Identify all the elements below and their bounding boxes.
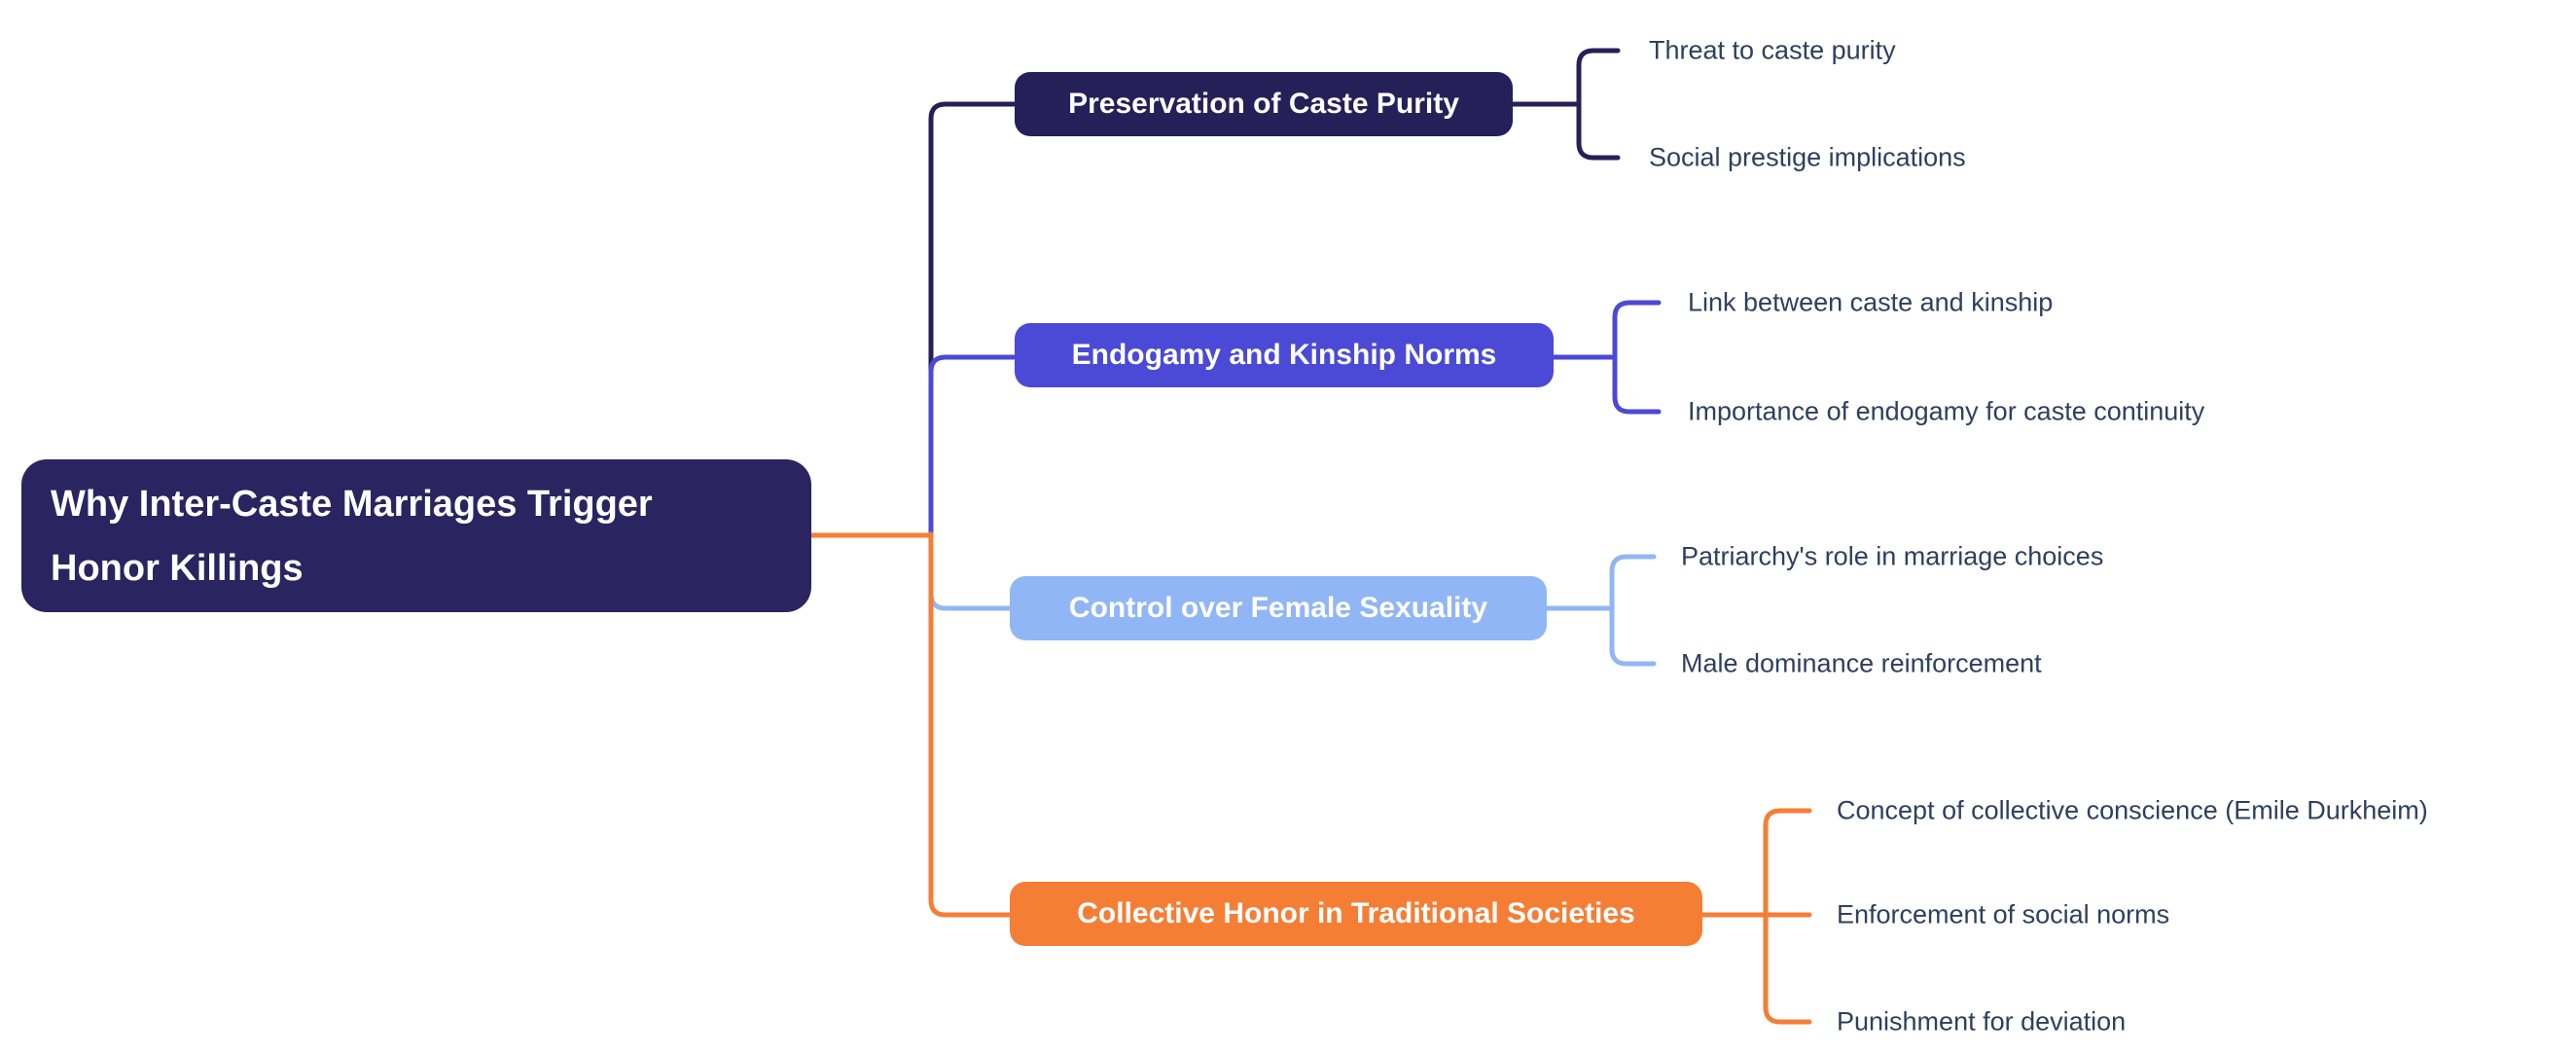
connector-trunk-branch-2 [928, 354, 1017, 537]
leaf-node-enforcement-of-social-norms[interactable]: Enforcement of social norms [1837, 899, 2170, 929]
root-node-label-line-2: Honor Killings [51, 547, 304, 589]
connector-branch-4-bracket [1763, 808, 1812, 1025]
branch-node-label: Endogamy and Kinship Norms [1071, 339, 1497, 371]
connector-trunk-branch-1 [928, 101, 1017, 537]
connector-branch-3-bracket [1609, 554, 1657, 667]
root-node-label-line-1: Why Inter-Caste Marriages Trigger [51, 483, 653, 525]
leaf-node-punishment-for-deviation[interactable]: Punishment for deviation [1837, 1006, 2127, 1037]
connector-trunk-branch-3 [928, 531, 1013, 611]
leaf-node-link-between-caste-and-kinship[interactable]: Link between caste and kinship [1688, 287, 2054, 317]
leaf-node-male-dominance-reinforcement[interactable]: Male dominance reinforcement [1681, 648, 2042, 678]
connector-trunk-branch-4 [928, 531, 1013, 918]
branch-node-label: Collective Honor in Traditional Societie… [1077, 897, 1635, 929]
branch-node-label: Preservation of Caste Purity [1068, 88, 1459, 120]
branch-node-label: Control over Female Sexuality [1068, 592, 1488, 624]
connector-branch-1-bracket [1576, 48, 1621, 161]
branch-node-endogamy-and-kinship-norms[interactable]: Endogamy and Kinship Norms [1015, 323, 1554, 387]
root-node[interactable]: Why Inter-Caste Marriages Trigger Honor … [21, 459, 811, 612]
branch-node-collective-honor-in-traditional-societies[interactable]: Collective Honor in Traditional Societie… [1010, 882, 1702, 946]
branch-node-preservation-of-caste-purity[interactable]: Preservation of Caste Purity [1015, 72, 1513, 136]
leaf-node-social-prestige-implications[interactable]: Social prestige implications [1649, 142, 1966, 172]
branch-node-control-over-female-sexuality[interactable]: Control over Female Sexuality [1010, 576, 1547, 640]
leaf-node-importance-of-endogamy[interactable]: Importance of endogamy for caste continu… [1688, 396, 2205, 426]
connector-branch-2-bracket [1612, 300, 1662, 415]
leaf-node-patriarchys-role[interactable]: Patriarchy's role in marriage choices [1681, 541, 2104, 571]
leaf-node-threat-to-caste-purity[interactable]: Threat to caste purity [1649, 35, 1896, 65]
leaf-node-collective-conscience[interactable]: Concept of collective conscience (Emile … [1837, 795, 2428, 825]
